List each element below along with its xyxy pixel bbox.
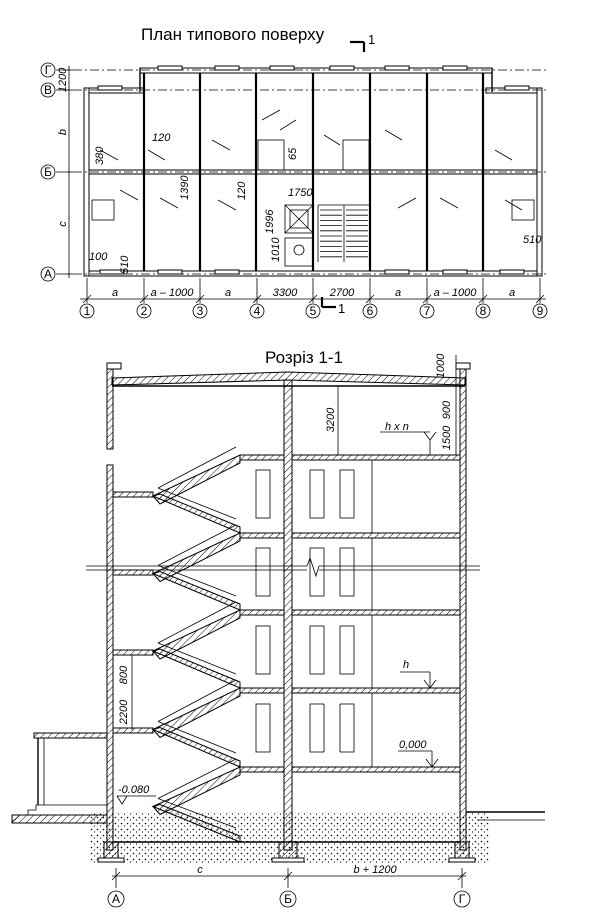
dim-bottom-3: a [225,287,231,299]
section-axis-b: Б [284,892,292,906]
note-510b: 510 [523,234,542,246]
note-510a: 510 [119,255,131,274]
dim-900: 900 [441,400,453,419]
section-mark-top: 1 [368,32,375,47]
doors [255,460,373,767]
note-1996: 1996 [264,209,276,234]
dim-1200: 1200 [57,67,69,92]
column-axis-markers: 1 2 3 4 5 6 7 8 9 [79,303,548,319]
stair-railing [157,721,237,754]
foundations [90,811,545,864]
dim-section-c: c [197,864,203,876]
stair-railing [157,679,237,722]
dim-3200: 3200 [325,407,337,432]
dim-800: 800 [118,665,130,684]
stair-flight-upper [152,766,241,816]
stair-railing [157,446,237,489]
stair-flight-lower [151,493,241,534]
stair-flights [151,446,241,843]
dim-bottom-4: 3300 [273,287,298,299]
dim-bottom-1: a [112,287,118,299]
dim-bottom-8: a [509,287,515,299]
axis-lines [56,69,548,275]
stair-flight-lower [151,726,241,768]
stair-railing [157,524,237,566]
plan-title: План типового поверху [141,25,325,44]
stair-flight-upper [152,454,241,505]
section-mark-bottom: 1 [338,301,345,316]
entrance-canopy [11,732,108,824]
stair-flight-lower [151,648,241,689]
dim-bottom-5: 2700 [329,287,355,299]
section-cut-marker-top: 1 [350,32,375,52]
note-100: 100 [89,251,108,263]
bottom-dimensions: a a – 1000 a 3300 2700 a a – 1000 a [80,278,546,304]
axis-col-6: 6 [367,304,374,318]
axis-col-3: 3 [197,304,204,318]
section-drawing: Розріз 1-1 [11,348,545,908]
note-380: 380 [94,146,106,165]
note-120a: 120 [152,132,171,144]
dim-1000: 1000 [435,353,447,378]
dim-bottom-6: a [395,287,401,299]
stair-railing [157,758,237,799]
dim-bottom-2: a – 1000 [151,287,195,299]
axis-col-9: 9 [537,304,544,318]
section-axis-g: Г [459,892,466,906]
axis-row-a: А [44,267,52,281]
dim-c: c [57,221,69,227]
level-hxn: h x n [385,421,409,433]
stair-flight-upper [152,532,241,583]
level-markers: h x n h 0,000 -0.080 [116,421,439,805]
stair-railing [157,487,237,520]
note-1010: 1010 [270,237,282,262]
axis-col-8: 8 [480,304,487,318]
plan-notes: 120 380 1390 120 65 1750 1996 1010 100 5… [89,132,542,274]
level-h: h [403,659,409,671]
dim-b: b [57,129,69,135]
left-dimensions: 1200 b c [57,66,73,278]
axis-col-5: 5 [310,304,317,318]
row-axis-markers: Г В Б А [40,62,56,282]
stair-railing [157,601,237,644]
stair-railing [157,565,237,597]
axis-col-7: 7 [424,304,431,318]
section-vertical-dims: 3200 1000 900 1500 800 2200 [118,353,457,730]
axis-row-v: В [44,83,52,97]
axis-row-g: Г [45,63,52,77]
note-65: 65 [287,147,299,160]
level-negative: -0.080 [118,784,150,796]
note-1750: 1750 [288,187,313,199]
section-axis-a: А [112,892,120,906]
section-bottom-dims: c b + 1200 [111,864,467,888]
stair-flight-upper [152,609,241,660]
stair-flight-lower [151,570,241,611]
stair-core [284,204,370,267]
break-line [86,556,480,578]
floor-plan: План типового поверху 1 [40,25,548,319]
dim-bottom-7: a – 1000 [434,287,478,299]
dim-1500: 1500 [441,425,453,450]
axis-col-4: 4 [254,304,261,318]
section-cut-marker-bottom: 1 [320,297,345,316]
axis-col-2: 2 [141,304,148,318]
note-1390: 1390 [179,175,191,200]
axis-col-1: 1 [84,304,91,318]
stair-railing [157,642,237,675]
dim-section-b1200: b + 1200 [353,864,397,876]
level-zero: 0,000 [399,739,427,751]
axis-row-b: Б [44,165,52,179]
stair-flight-upper [152,687,241,739]
section-title: Розріз 1-1 [265,348,343,367]
note-120b: 120 [236,181,248,200]
dim-2200: 2200 [118,699,130,725]
section-axis-markers: А Б Г [107,890,471,908]
